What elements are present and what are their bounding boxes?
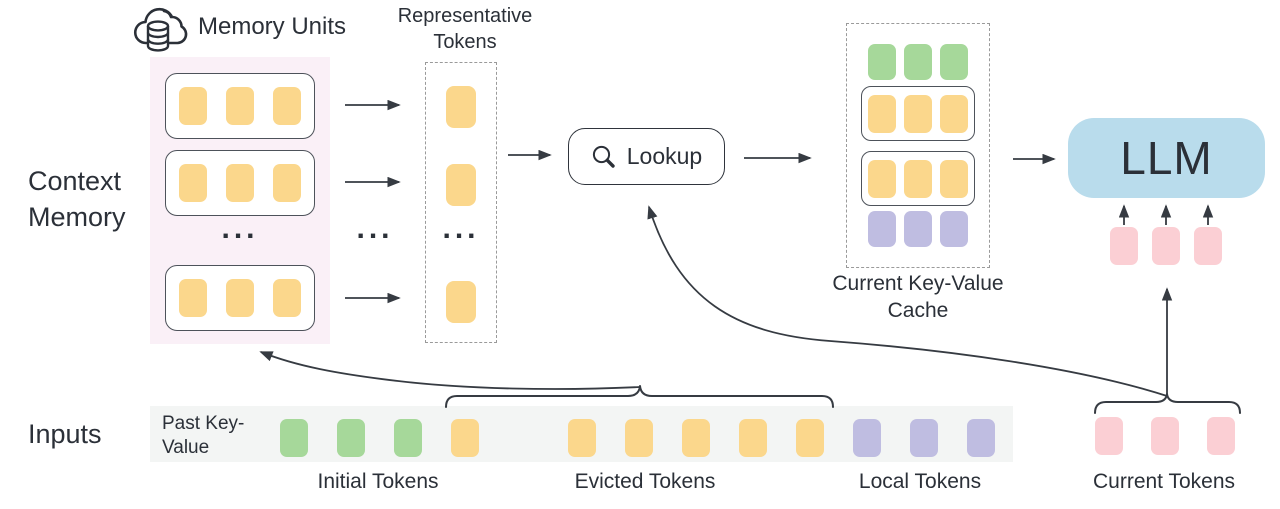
token — [940, 211, 968, 247]
representative-token — [446, 281, 476, 323]
token — [1110, 227, 1138, 265]
token — [739, 419, 767, 457]
token — [1151, 417, 1179, 455]
lookup-button: Lookup — [568, 128, 725, 185]
initial-tokens-label: Initial Tokens — [317, 470, 439, 493]
cache-memory-unit — [861, 86, 975, 141]
past-key-value-strip: Past Key-Value — [150, 406, 1013, 462]
evicted-token-first — [451, 419, 479, 457]
token — [1152, 227, 1180, 265]
token — [446, 86, 476, 128]
token — [868, 44, 896, 80]
token — [967, 419, 995, 457]
token — [446, 281, 476, 323]
representative-token — [446, 86, 476, 128]
current-tokens-label: Current Tokens — [1092, 470, 1236, 493]
token — [682, 419, 710, 457]
token — [337, 419, 365, 457]
token — [904, 44, 932, 80]
memory-units-label: Memory Units — [198, 13, 347, 40]
memory-unit-row — [165, 265, 315, 331]
current-kv-cache-box — [846, 23, 990, 268]
token — [940, 94, 968, 133]
token — [868, 211, 896, 247]
token — [796, 419, 824, 457]
evicted-tokens-group — [568, 419, 824, 457]
evicted-tokens-label: Evicted Tokens — [574, 470, 716, 493]
token — [868, 94, 896, 133]
token — [910, 419, 938, 457]
token — [904, 159, 932, 198]
token — [868, 159, 896, 198]
memory-unit-row — [165, 73, 315, 139]
token — [625, 419, 653, 457]
token — [179, 279, 207, 317]
memory-ellipsis: ... — [221, 212, 259, 245]
token — [940, 159, 968, 198]
cache-local-tokens — [847, 211, 989, 247]
token — [451, 419, 479, 457]
llm-input-tokens — [1110, 227, 1222, 265]
token — [226, 279, 254, 317]
local-tokens-group — [853, 419, 995, 457]
arrows-ellipsis: ... — [356, 212, 394, 245]
inputs-label: Inputs — [28, 419, 102, 449]
current-tokens-brace — [1094, 393, 1241, 414]
memory-unit-row — [165, 150, 315, 216]
representative-tokens-box — [425, 62, 497, 343]
token — [1095, 417, 1123, 455]
magnifier-icon — [592, 145, 615, 168]
token — [853, 419, 881, 457]
context-memory-panel — [150, 57, 330, 344]
token — [273, 279, 301, 317]
token — [226, 164, 254, 202]
representative-ellipsis: ... — [442, 212, 480, 245]
token — [446, 164, 476, 206]
representative-token — [446, 164, 476, 206]
local-tokens-label: Local Tokens — [858, 470, 982, 493]
token — [226, 87, 254, 125]
token — [394, 419, 422, 457]
token — [940, 44, 968, 80]
token — [904, 94, 932, 133]
token — [280, 419, 308, 457]
lookup-label: Lookup — [626, 143, 703, 169]
context-memory-label: Context Memory — [28, 166, 126, 232]
representative-tokens-label: Representative Tokens — [397, 5, 533, 53]
current-kv-cache-label: Current Key-Value Cache — [832, 272, 1004, 322]
token — [273, 164, 301, 202]
cache-memory-unit — [861, 151, 975, 206]
arrow-evicted-to-memory — [259, 351, 641, 390]
token — [1194, 227, 1222, 265]
current-tokens-group — [1095, 417, 1235, 455]
cache-initial-tokens — [847, 44, 989, 80]
token — [273, 87, 301, 125]
token — [904, 211, 932, 247]
llm-box: LLM — [1068, 118, 1265, 198]
llm-label: LLM — [1120, 132, 1213, 184]
token — [179, 164, 207, 202]
token — [1207, 417, 1235, 455]
evicted-tokens-brace — [445, 385, 834, 408]
token — [568, 419, 596, 457]
cloud-database-icon — [133, 7, 188, 52]
initial-tokens-group — [280, 419, 422, 457]
token — [179, 87, 207, 125]
past-key-value-label: Past Key-Value — [162, 413, 245, 458]
